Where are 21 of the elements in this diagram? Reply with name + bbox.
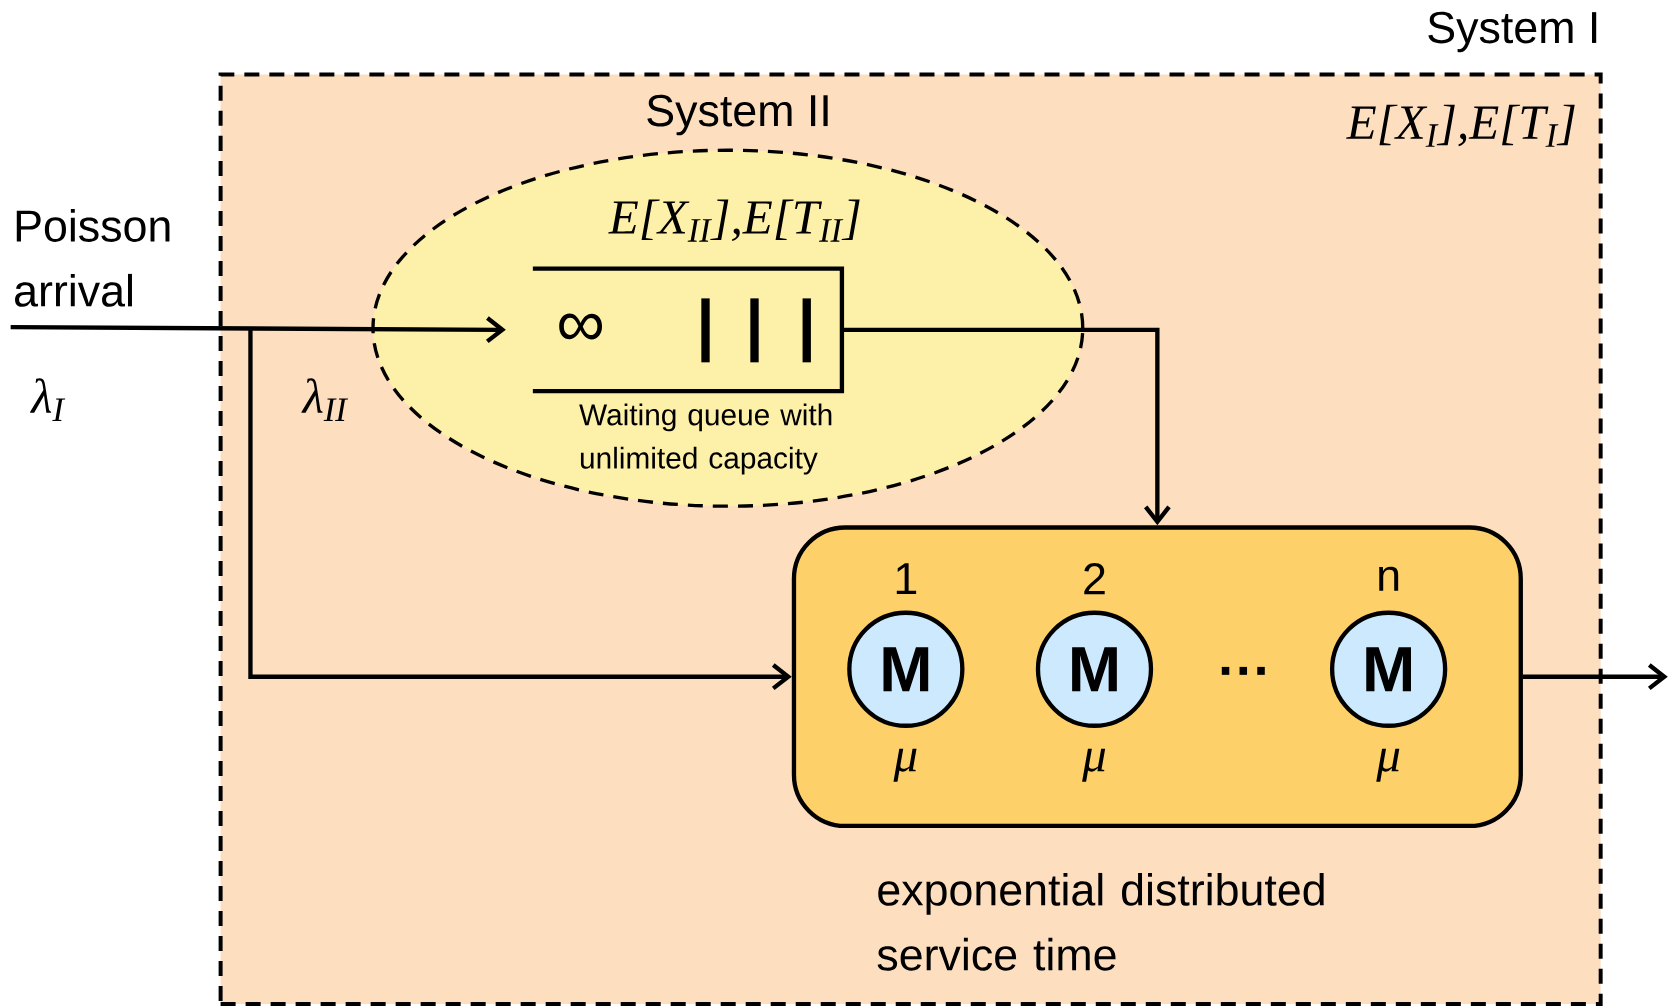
service-rate: μ xyxy=(1376,748,1400,782)
arrow xyxy=(10,316,506,344)
service-time-note: exponential distributed service time xyxy=(877,872,1324,971)
arrow xyxy=(1522,663,1668,691)
service-rate: μ xyxy=(1082,748,1106,782)
arrival-rate: λ$_{II}$ xyxy=(301,378,349,421)
arrival-label: Poisson arrival xyxy=(15,208,170,307)
system-label: System II xyxy=(647,94,828,136)
ellipsis: ··· xyxy=(1221,666,1265,675)
arrival-rate: λ$_{I}$ xyxy=(30,378,66,421)
queue-caption: Waiting queue with unlimited capacity xyxy=(579,403,832,475)
server-number: 2 xyxy=(1084,563,1105,595)
queue-drawing: ∞ xyxy=(532,266,845,394)
server-number: 1 xyxy=(896,563,917,595)
service-rate: μ xyxy=(893,748,917,782)
formula: E[X$_{I}$],E[T$_{I}$] xyxy=(1346,104,1575,147)
arrow xyxy=(842,327,1171,526)
arrow xyxy=(248,327,792,691)
formula: E[X$_{II}$],E[T$_{II}$] xyxy=(608,199,860,242)
server-number: n xyxy=(1379,566,1399,591)
system-label: System I xyxy=(1428,11,1597,53)
